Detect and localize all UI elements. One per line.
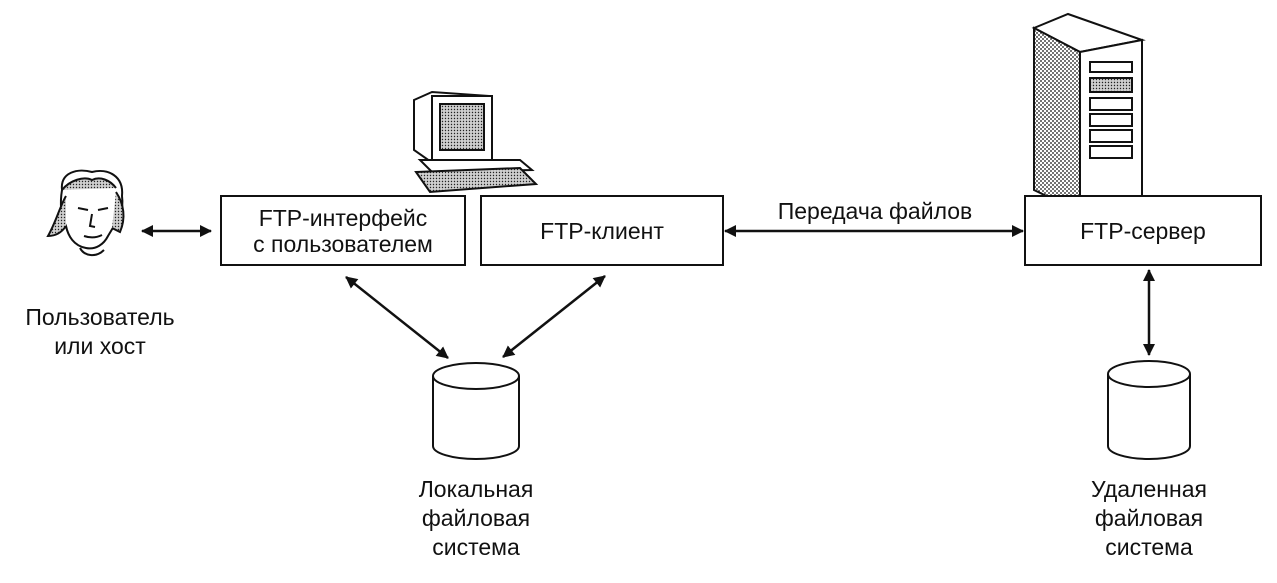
person-head-icon xyxy=(46,169,125,256)
remote-filesystem-label-line3: система xyxy=(1105,534,1193,560)
ftp-interface-label: FTP-интерфейс с пользователем xyxy=(221,196,465,265)
ftp-server-label: FTP-сервер xyxy=(1080,217,1206,244)
ftp-interface-label-line2: с пользователем xyxy=(253,230,433,257)
user-label-line1: Пользователь xyxy=(25,304,175,330)
local-filesystem-label: Локальная файловая система xyxy=(386,475,566,562)
remote-filesystem-label: Удаленная файловая система xyxy=(1059,475,1239,562)
local-filesystem-label-line2: файловая xyxy=(421,505,531,531)
user-label: Пользователь или хост xyxy=(0,303,200,361)
server-tower-icon xyxy=(1031,12,1146,214)
ftp-client-label: FTP-клиент xyxy=(540,217,664,244)
ftp-client-box xyxy=(480,195,724,266)
remote-filesystem-icon xyxy=(1107,360,1191,460)
desktop-computer-icon xyxy=(413,90,539,194)
ftp-server-box xyxy=(1024,195,1262,266)
remote-filesystem-label-line1: Удаленная xyxy=(1091,476,1207,502)
interface-localfs-arrow xyxy=(345,276,449,359)
client-localfs-arrow xyxy=(502,275,606,358)
ftp-interface-box xyxy=(220,195,466,266)
transfer-label: Передача файлов xyxy=(777,198,973,224)
ftp-interface-label-line1: FTP-интерфейс xyxy=(258,204,428,231)
local-filesystem-label-line1: Локальная xyxy=(418,476,534,502)
local-filesystem-icon xyxy=(432,362,520,460)
user-label-line2: или хост xyxy=(54,333,146,359)
remote-filesystem-label-line2: файловая xyxy=(1094,505,1204,531)
local-filesystem-label-line3: система xyxy=(432,534,520,560)
